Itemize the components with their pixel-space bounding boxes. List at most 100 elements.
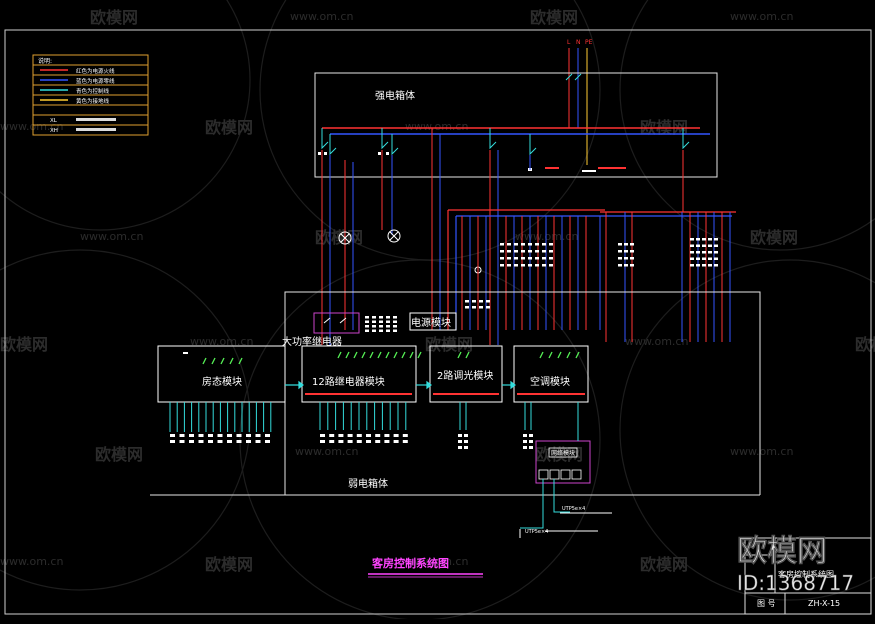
terminal-marker — [375, 434, 381, 437]
watermarks: 欧模网 欧模网 欧模网 欧模网 欧模网 欧模网 欧模网 欧模网 欧模网 欧模网 … — [0, 8, 875, 574]
terminal-marker — [170, 440, 175, 443]
relay-contacts — [202, 351, 580, 365]
relay-contact — [377, 351, 382, 359]
terminal-clusters — [465, 238, 718, 309]
terminal-marker — [384, 440, 390, 443]
terminal-dot — [624, 257, 628, 260]
terminal-marker — [208, 434, 213, 437]
terminal-dot — [542, 243, 546, 246]
watermark-url: www.om.cn — [295, 445, 358, 458]
terminal-marker — [458, 446, 462, 449]
terminal-marker — [523, 446, 527, 449]
legend-symbol: XH — [50, 128, 58, 134]
watermark-url: www.om.cn — [0, 120, 63, 133]
terminal-dot — [514, 264, 518, 267]
network-module — [535, 440, 591, 484]
terminal-dot — [618, 257, 622, 260]
terminal-marker — [320, 434, 325, 437]
terminal-marker — [458, 434, 462, 437]
terminal-dot — [528, 257, 532, 260]
hvac-module-label: 空调模块 — [530, 375, 570, 388]
terminal-marker — [179, 434, 185, 437]
utp-label: UTP5e×4 — [525, 529, 548, 535]
terminal-marker — [189, 440, 194, 443]
terminal-marker — [372, 316, 376, 319]
terminal-dot — [690, 238, 694, 241]
terminal-dot — [696, 264, 700, 267]
terminal-marker — [365, 316, 369, 319]
terminal-marker — [393, 316, 397, 319]
network-module-label: 网络模块 — [551, 449, 575, 457]
terminal-dot — [714, 264, 718, 267]
relay-contact — [337, 351, 342, 359]
drawing-title: 客房控制系统图 — [371, 556, 449, 570]
strong-electric-cabinet — [314, 72, 718, 178]
terminal-marker — [393, 329, 397, 332]
watermark-id: ID:1368717 — [737, 571, 854, 595]
terminal-dot — [624, 264, 628, 267]
terminal-dot — [472, 300, 476, 303]
relay-contact — [557, 351, 562, 359]
relay-contact — [220, 357, 225, 365]
legend: 说明: 红色为电源火线 蓝色为电源零线 青色为控制线 黄色为接地线 XL XH — [32, 54, 149, 136]
terminal-markers — [170, 316, 533, 449]
terminal-dot — [535, 257, 539, 260]
terminal-marker — [198, 434, 204, 437]
terminal-dot — [549, 264, 553, 267]
legend-item-text: 黄色为接地线 — [76, 97, 110, 105]
terminal-marker — [464, 434, 468, 437]
terminal-dot — [624, 243, 628, 246]
terminal-dot — [507, 264, 511, 267]
terminal-marker — [347, 440, 353, 443]
terminal-marker — [529, 440, 533, 443]
terminal-dot — [702, 251, 706, 254]
terminal-marker — [372, 329, 376, 332]
watermark-url: www.om.cn — [290, 10, 353, 23]
terminal-dot — [714, 238, 718, 241]
terminal-label: PE — [585, 39, 593, 46]
terminal-dot — [479, 306, 483, 309]
vertical-wires — [321, 128, 684, 345]
terminal-marker — [379, 316, 383, 319]
terminal-dot — [514, 250, 518, 253]
relay-contact — [539, 351, 544, 359]
terminal-dot — [521, 250, 525, 253]
terminal-marker — [393, 440, 399, 443]
high-power-relay — [313, 312, 360, 334]
relay-contact — [369, 351, 374, 359]
terminal-dot — [618, 264, 622, 267]
terminal-dot — [479, 300, 483, 303]
watermark-brand-large: 欧模网 — [737, 534, 827, 569]
terminal-marker — [366, 440, 371, 443]
watermark-url: www.om.cn — [730, 445, 793, 458]
relay-12-module-label: 12路继电器模块 — [312, 375, 385, 388]
terminal-dot — [521, 264, 525, 267]
terminal-dot — [507, 250, 511, 253]
title-block-drawing-no: ZH-X-15 — [808, 599, 840, 608]
watermark-brand: 欧模网 — [535, 445, 583, 464]
terminal-dot — [690, 251, 694, 254]
terminal-dot — [714, 257, 718, 260]
watermark-brand: 欧模网 — [750, 228, 798, 247]
weak-cabinet-label: 弱电箱体 — [348, 477, 388, 490]
relay-contact — [417, 351, 422, 359]
terminal-marker — [236, 440, 242, 443]
relay-contact — [202, 357, 207, 365]
title-block-drawing-no-label: 图 号 — [757, 599, 776, 608]
terminal-dot — [696, 251, 700, 254]
terminal-dot — [486, 306, 490, 309]
watermark-url: www.om.cn — [730, 10, 793, 23]
terminal-dot — [500, 264, 504, 267]
drawing-frame — [4, 29, 872, 615]
watermark-urls: www.om.cn www.om.cn www.om.cn www.om.cn … — [0, 10, 793, 568]
terminal-marker — [246, 434, 251, 437]
terminal-dot — [535, 243, 539, 246]
hvac-module — [513, 345, 589, 403]
terminal-marker — [236, 434, 242, 437]
terminal-dot — [528, 264, 532, 267]
terminal-marker — [379, 325, 383, 328]
top-terminals: L N PE — [567, 39, 593, 46]
terminal-marker — [217, 440, 223, 443]
